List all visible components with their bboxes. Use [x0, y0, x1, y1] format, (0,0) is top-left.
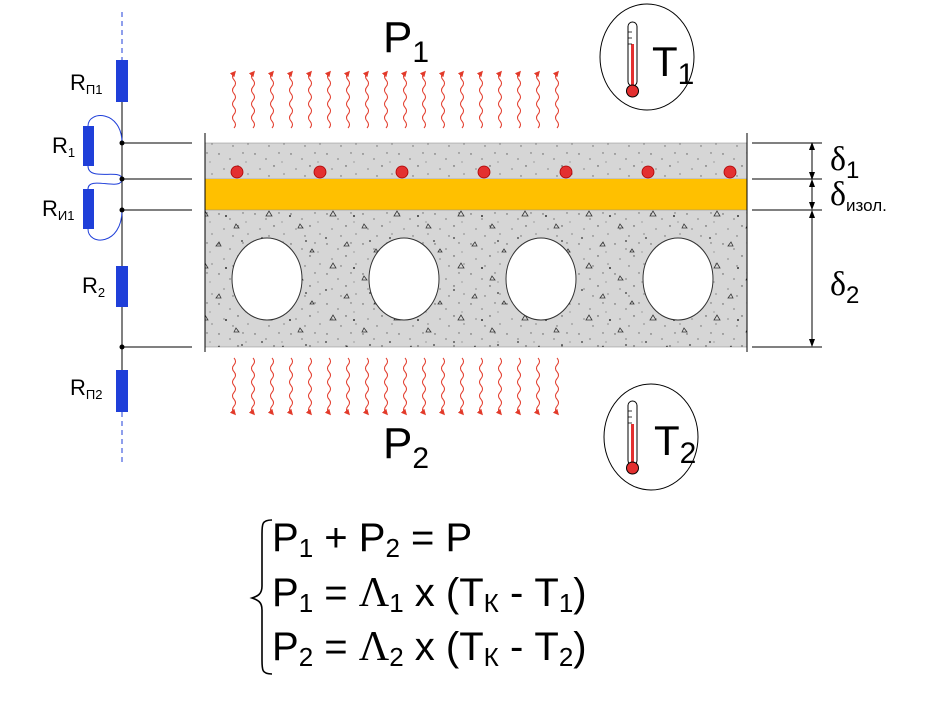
equation-brace	[249, 519, 273, 675]
heat-wave-arrow-icon	[362, 70, 369, 129]
heat-wave-arrow-icon	[400, 70, 407, 129]
heating-element-dot-icon	[723, 165, 737, 179]
hollow-core	[368, 237, 440, 321]
delta-1-label: δ1	[830, 141, 859, 184]
heat-wave-arrow-icon	[286, 70, 293, 129]
heat-wave-arrow-icon	[495, 70, 502, 129]
heat-wave-arrow-icon	[343, 70, 350, 129]
heat-wave-arrow-icon	[400, 357, 407, 416]
heat-flow-down	[229, 357, 559, 416]
resistor-rp1	[116, 60, 128, 102]
equation-1: P1 + P2 = P	[272, 516, 473, 563]
heat-wave-arrow-icon	[457, 70, 464, 129]
heating-element-dot-icon	[641, 165, 655, 179]
node	[119, 344, 125, 350]
heat-wave-arrow-icon	[438, 70, 445, 129]
thermometer-icon	[626, 21, 639, 98]
heating-element-dot-icon	[230, 165, 244, 179]
delta-2-label: δ2	[830, 266, 859, 309]
heat-flow-up	[229, 70, 559, 129]
heat-wave-arrow-icon	[419, 70, 426, 129]
heat-wave-arrow-icon	[248, 357, 255, 416]
thermometer-icon	[626, 400, 639, 475]
heat-wave-arrow-icon	[476, 70, 483, 129]
equation-2: P1 = Λ1 x (TК - T1)	[272, 570, 587, 618]
heat-wave-arrow-icon	[286, 357, 293, 416]
power-top-label: P1	[383, 13, 429, 69]
heat-wave-arrow-icon	[533, 70, 540, 129]
heat-wave-arrow-icon	[267, 357, 274, 416]
delta-insulation-label: δизол.	[830, 176, 887, 215]
power-bottom-label: P2	[383, 419, 429, 475]
heat-wave-arrow-icon	[552, 70, 559, 129]
heat-wave-arrow-icon	[381, 357, 388, 416]
slab	[204, 133, 748, 352]
heat-wave-arrow-icon	[438, 357, 445, 416]
equation-3: P2 = Λ2 x (TК - T2)	[272, 624, 587, 672]
temperature-top: T1	[599, 3, 695, 111]
insulation-layer	[205, 179, 747, 210]
heat-wave-arrow-icon	[305, 70, 312, 129]
resistor-r2	[116, 266, 128, 307]
heat-wave-arrow-icon	[343, 357, 350, 416]
heat-wave-arrow-icon	[381, 70, 388, 129]
node	[119, 176, 125, 182]
node	[119, 207, 125, 213]
resistor-rp2	[116, 370, 128, 412]
heat-wave-arrow-icon	[248, 70, 255, 129]
heating-element-dot-icon	[477, 165, 491, 179]
heating-elements	[230, 165, 737, 179]
heat-wave-arrow-icon	[324, 357, 331, 416]
heat-wave-arrow-icon	[362, 357, 369, 416]
heat-wave-arrow-icon	[533, 357, 540, 416]
hollow-core	[505, 237, 577, 321]
heating-element-dot-icon	[313, 165, 327, 179]
resistor-ri1	[83, 189, 94, 229]
heating-element-dot-icon	[395, 165, 409, 179]
hollow-cores	[231, 237, 714, 321]
heat-wave-arrow-icon	[476, 357, 483, 416]
heating-element-dot-icon	[559, 165, 573, 179]
resistor-r2-label: R2	[82, 273, 105, 300]
top-concrete-layer	[204, 142, 748, 180]
svg-text:T2: T2	[654, 417, 696, 470]
heat-wave-arrow-icon	[514, 357, 521, 416]
thermal-circuit	[83, 12, 192, 462]
heat-wave-arrow-icon	[419, 357, 426, 416]
resistor-rp1-label: RП1	[70, 70, 102, 97]
node	[119, 140, 125, 146]
heat-wave-arrow-icon	[267, 70, 274, 129]
heat-wave-arrow-icon	[305, 357, 312, 416]
hollow-core	[642, 237, 714, 321]
heat-wave-arrow-icon	[495, 357, 502, 416]
heat-wave-arrow-icon	[229, 70, 236, 129]
heat-wave-arrow-icon	[229, 357, 236, 416]
heat-wave-arrow-icon	[514, 70, 521, 129]
heat-wave-arrow-icon	[324, 70, 331, 129]
temperature-bottom: T2	[603, 383, 699, 491]
hollow-core	[231, 237, 303, 321]
resistor-ri1-label: RИ1	[42, 196, 74, 223]
resistor-r1-label: R1	[52, 133, 75, 160]
resistor-rp2-label: RП2	[70, 375, 102, 402]
svg-text:T1: T1	[652, 38, 694, 91]
heat-wave-arrow-icon	[552, 357, 559, 416]
resistor-r1	[83, 126, 94, 166]
heat-wave-arrow-icon	[457, 357, 464, 416]
thickness-dimensions	[752, 142, 822, 348]
